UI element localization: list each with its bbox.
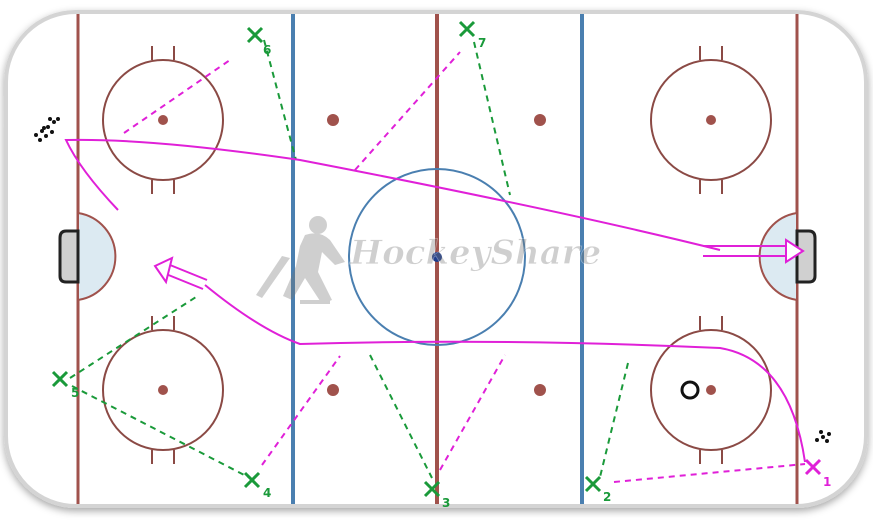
player-1: 1 xyxy=(804,458,831,489)
faceoff-circle-bottom-right xyxy=(650,316,772,464)
hockey-player-silhouette-icon xyxy=(256,216,345,304)
faceoff-dots xyxy=(158,114,716,396)
crease-left xyxy=(77,211,117,302)
player-5: 5 xyxy=(51,370,79,400)
player-number: 1 xyxy=(823,475,831,489)
player-6: 6 xyxy=(246,26,271,57)
player-number: 6 xyxy=(263,43,271,57)
faceoff-circle-top-left xyxy=(102,46,224,194)
pass-lines-green xyxy=(69,39,629,479)
player-number: 2 xyxy=(603,490,611,504)
puck-pile-icon xyxy=(34,117,60,142)
player-number: 7 xyxy=(478,36,486,50)
player-7: 7 xyxy=(458,20,486,50)
cone-icon xyxy=(680,380,700,400)
skate-paths xyxy=(64,138,806,463)
arrow-right xyxy=(703,238,805,264)
center-faceoff-dot xyxy=(432,252,442,262)
arrow-left xyxy=(153,256,208,290)
player-number: 4 xyxy=(263,486,271,500)
player-3: 3 xyxy=(423,480,450,510)
net-right xyxy=(795,229,817,284)
puck-pile-icon xyxy=(815,430,831,443)
watermark-text: HockeyShare xyxy=(349,233,601,273)
player-number: 3 xyxy=(442,496,450,510)
faceoff-circle-top-right xyxy=(650,46,772,194)
faceoff-circle-bottom-left xyxy=(102,316,224,464)
watermark: HockeyShare xyxy=(256,216,602,304)
skate-path-lower xyxy=(204,284,806,463)
skate-path-upper xyxy=(64,138,721,251)
player-number: 5 xyxy=(71,386,79,400)
center-circle xyxy=(348,168,526,346)
player-4: 4 xyxy=(243,471,271,500)
player-2: 2 xyxy=(584,475,611,504)
pass-lines-magenta xyxy=(123,51,806,483)
net-left xyxy=(58,229,80,284)
